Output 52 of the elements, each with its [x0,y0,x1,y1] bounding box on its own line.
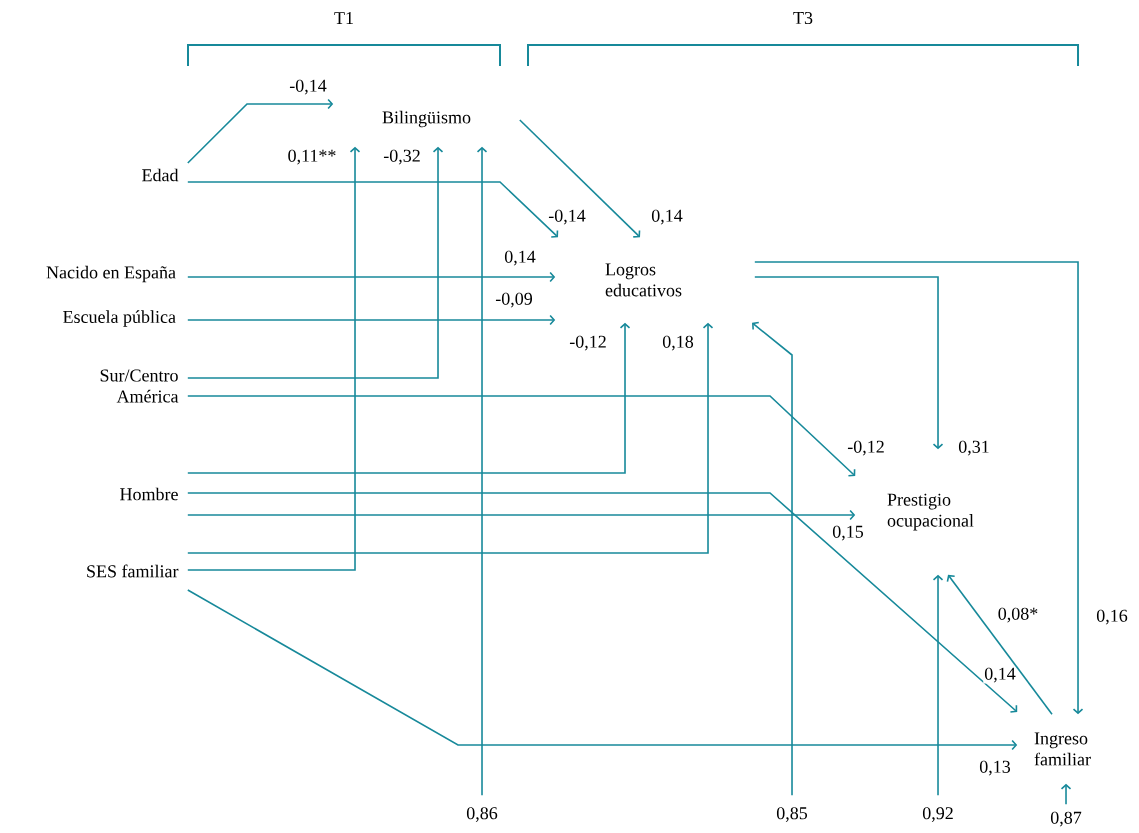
error-term-value: 0,86 [466,807,498,822]
arrow [187,589,1018,751]
error-term-value: 0,85 [776,807,808,822]
edge-label: 0,13 [978,759,1012,777]
period-label: T1 [334,12,353,24]
error-term-value: 0,92 [922,807,953,822]
variable-label: Bilingüismo [382,110,471,128]
edge-label: -0,32 [382,148,422,166]
arrow [754,261,1084,715]
arrow [754,276,944,450]
arrow [187,322,714,554]
edge-label: 0,08* [996,606,1040,624]
arrow [519,119,641,238]
edge-label: -0,14 [547,208,587,226]
arrow [752,321,793,796]
edge-label: -0,12 [568,334,608,352]
arrow [932,574,944,796]
edge-label: -0,14 [288,78,328,96]
variable-label: Escuela pública [63,310,176,327]
arrow [187,146,444,379]
arrow [1060,783,1072,805]
edge-label: 0,15 [831,524,865,542]
edge-label: 0,11** [286,148,338,166]
edge-label: 0,16 [1095,608,1129,626]
arrow [187,146,361,571]
arrow [187,98,334,164]
variable-label: Ingreso familiar [1034,732,1091,766]
edge-label: 0,14 [983,666,1017,684]
arrow [187,271,556,283]
variable-label: Edad [142,168,179,182]
edge-label: 0,31 [957,439,991,457]
arrow [187,492,1018,713]
edge-label: -0,12 [846,439,886,457]
variable-label: SES familiar [87,564,179,578]
edge-label: 0,14 [503,249,537,267]
period-label: T3 [793,11,813,25]
arrow [476,146,488,796]
arrow [946,574,1053,715]
arrow [187,314,556,326]
arrow [187,395,856,477]
variable-label: Logros educativos [605,263,682,297]
variable-label: Sur/Centro América [100,369,179,403]
edge-label: -0,09 [494,291,534,309]
arrow [187,181,559,238]
arrow [187,322,631,474]
arrow [187,509,856,521]
variable-label: Prestigio ocupacional [887,493,974,531]
variable-label: Hombre [120,487,178,501]
edge-label: 0,18 [661,334,695,352]
edge-label: 0,14 [650,208,684,226]
error-term-value: 0,87 [1050,811,1082,827]
variable-label: Nacido en España [46,265,176,283]
